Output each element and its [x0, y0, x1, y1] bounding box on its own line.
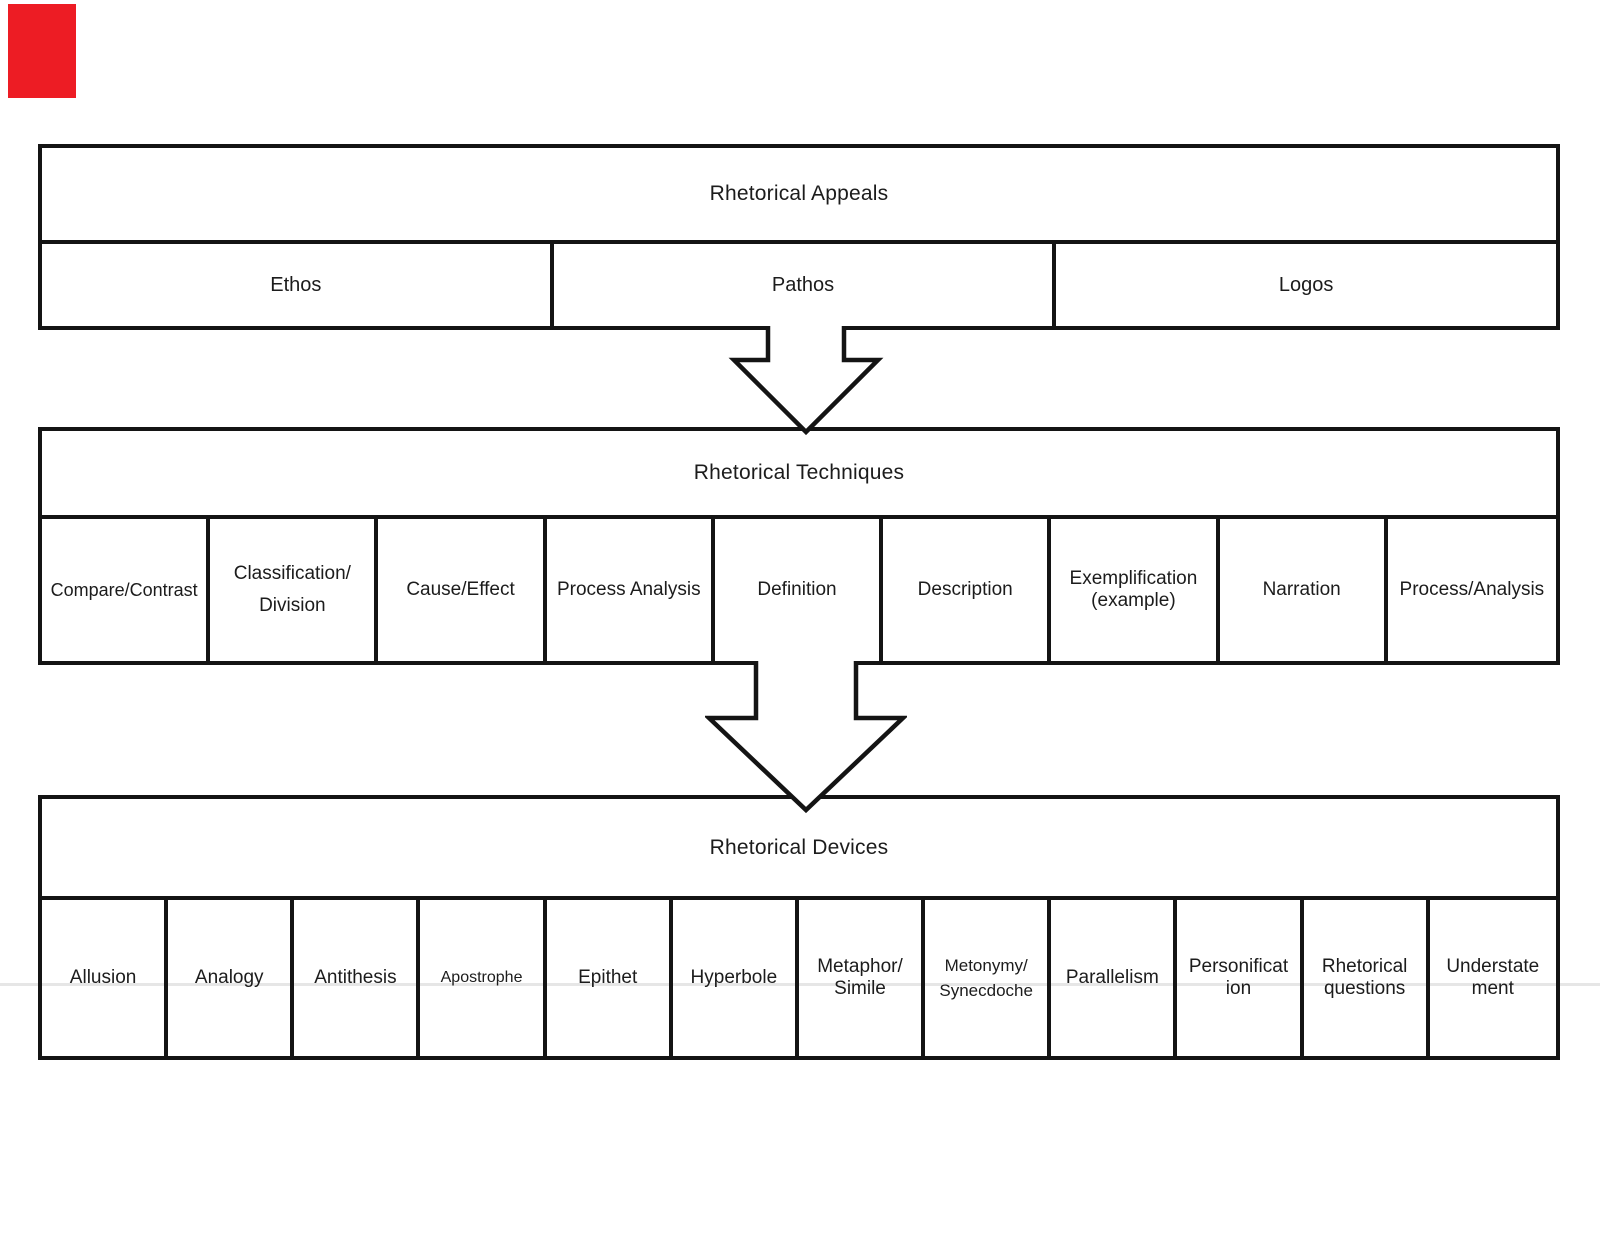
cell-compare-contrast: Compare/Contrast [42, 519, 211, 661]
faint-scan-line [0, 983, 1600, 986]
cell-cause-effect: Cause/Effect [378, 519, 547, 661]
cell-logos: Logos [1278, 273, 1334, 296]
cell-ethos: Ethos [42, 244, 554, 326]
cell-exemplification: Exemplification (example) [1051, 519, 1220, 661]
devices-title: Rhetorical Devices [42, 799, 1556, 900]
appeals-title: Rhetorical Appeals [42, 148, 1556, 244]
techniques-table: Rhetorical Techniques Compare/Contrast C… [38, 427, 1560, 665]
techniques-cells-row: Compare/Contrast Classification/ Divisio… [42, 519, 1556, 661]
cell-metonymy-synecdoche: Metonymy/ Synecdoche [925, 900, 1052, 1056]
appeals-table: Rhetorical Appeals Ethos Pathos Logos [38, 144, 1560, 330]
cell-metaphor-simile: Metaphor/ Simile [799, 900, 926, 1056]
cell-description: Description [883, 519, 1052, 661]
cell-apostrophe: Apostrophe [420, 900, 547, 1056]
cell-understatement: Understate ment [1446, 956, 1540, 999]
devices-table: Rhetorical Devices Allusion Analogy Anti… [38, 795, 1560, 1060]
cell-allusion: Allusion [42, 900, 169, 1056]
cell-analogy: Analogy [168, 900, 295, 1056]
cell-antithesis: Antithesis [294, 900, 421, 1056]
cell-classification-division: Classification/ Division [210, 519, 379, 661]
down-arrow-icon [705, 661, 907, 814]
devices-cells-row: Allusion Analogy Antithesis Apostrophe E… [42, 900, 1556, 1056]
cell-process-analysis: Process Analysis [547, 519, 715, 661]
cell-pathos: Pathos [554, 244, 1057, 326]
cell-personification: Personificat ion [1177, 900, 1304, 1056]
cell-narration: Narration [1220, 519, 1388, 661]
techniques-title: Rhetorical Techniques [42, 431, 1556, 519]
cell-hyperbole: Hyperbole [673, 900, 799, 1056]
cell-parallelism: Parallelism [1051, 900, 1178, 1056]
cell-definition: Definition [715, 519, 884, 661]
cell-rhetorical-questions: Rhetorical questions [1304, 900, 1430, 1056]
down-arrow-icon [728, 326, 884, 436]
red-marker-rectangle [8, 4, 76, 98]
cell-process-slash-analysis: Process/Analysis [1399, 578, 1545, 600]
appeals-cells-row: Ethos Pathos Logos [42, 244, 1556, 326]
cell-epithet: Epithet [547, 900, 673, 1056]
